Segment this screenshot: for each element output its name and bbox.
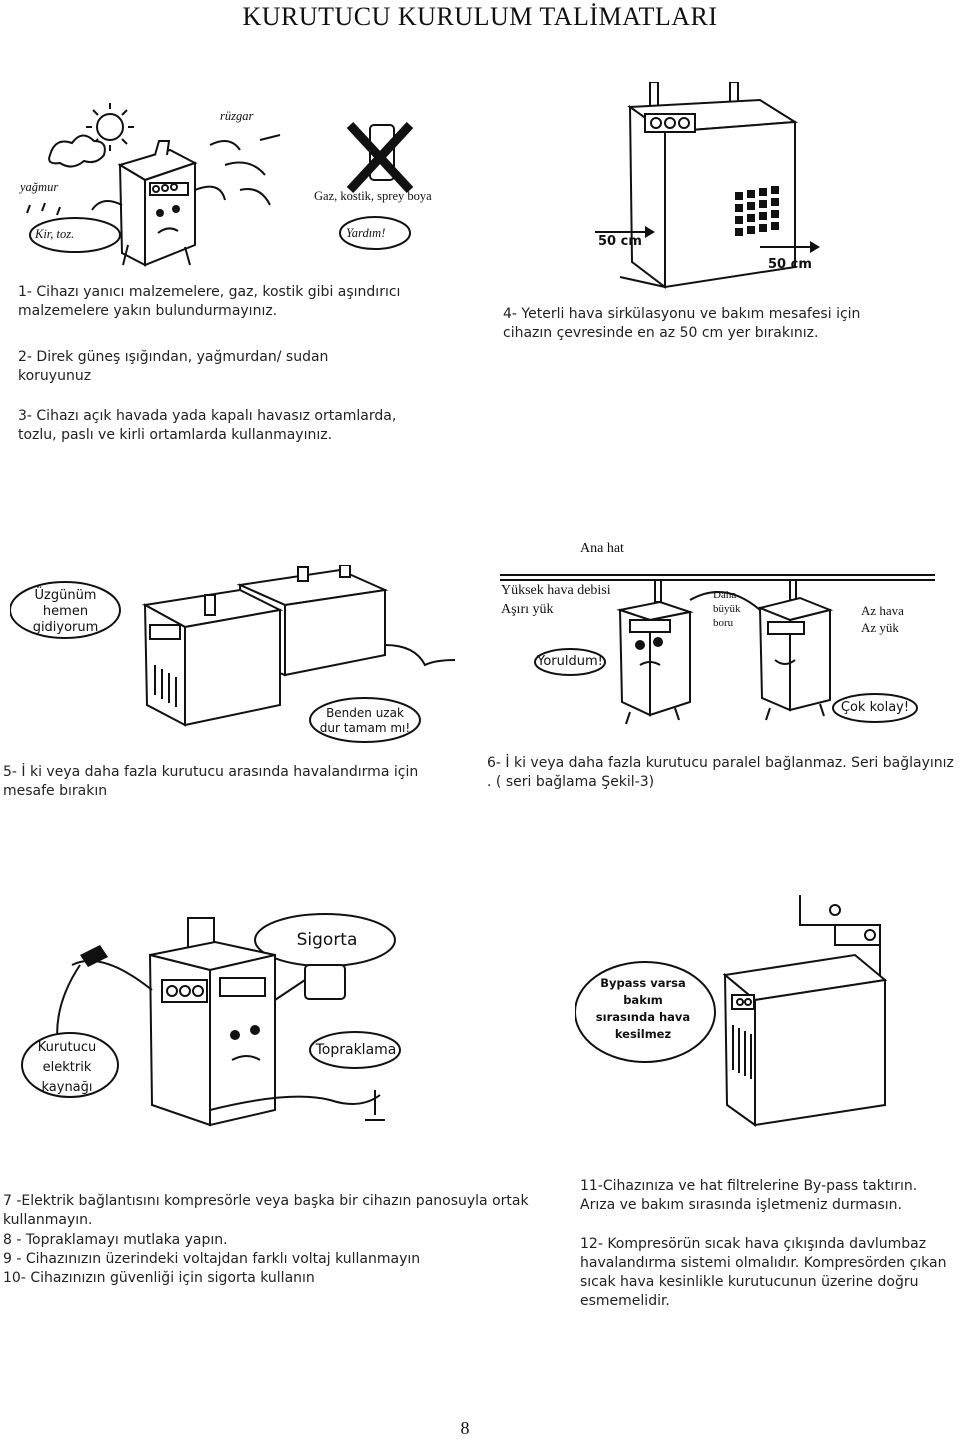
label-high-flow-2: Aşırı yük xyxy=(501,602,554,617)
instruction-3: 3- Cihazı açık havada yada kapalı havası… xyxy=(18,408,397,443)
label-main-line: Ana hat xyxy=(580,541,624,556)
page-title: KURUTUCU KURULUM TALİMATLARI xyxy=(242,2,718,31)
label-low-air-1: Az hava xyxy=(861,603,904,618)
instruction-4: 4- Yeterli hava sirkülasyonu ve bakım me… xyxy=(503,306,861,341)
label-bigger-pipe: Daha büyük boru xyxy=(713,589,741,629)
bubble-sorry: Üzgünüm hemen gidiyorum xyxy=(32,588,99,635)
instruction-8: 8 - Topraklamayı mutlaka yapın. xyxy=(3,1232,228,1248)
bubble-bypass: Bypass varsa bakım sırasında hava kesilm… xyxy=(595,976,691,1041)
instruction-7: 7 -Elektrik bağlantısını kompresörle vey… xyxy=(3,1193,529,1228)
spacing-illustration xyxy=(9,564,456,743)
instruction-6: 6- İ ki veya daha fazla kurutucu paralel… xyxy=(487,755,954,790)
bubble-stay-away: Benden uzak dur tamam mı! xyxy=(319,706,411,735)
clearance-illustration xyxy=(595,81,820,290)
label-wind: rüzgar xyxy=(220,109,254,123)
figure-spacing: Üzgünüm hemen gidiyorum Benden uzak dur … xyxy=(9,564,460,745)
figure-electrical: Sigorta Kurutucu elektrik kaynağı Toprak… xyxy=(20,910,450,1130)
bubble-easy: Çok kolay! xyxy=(840,700,910,715)
instruction-10: 10- Cihazınızın güvenliği için sigorta k… xyxy=(3,1270,315,1286)
instruction-2: 2- Direk güneş ışığından, yağmurdan/ sud… xyxy=(18,349,329,384)
instruction-5: 5- İ ki veya daha fazla kurutucu arasınd… xyxy=(3,764,419,799)
label-high-flow-1: Yüksek hava debisi xyxy=(501,583,611,598)
bypass-illustration xyxy=(574,895,888,1127)
hazards-illustration xyxy=(26,103,414,267)
instruction-1: 1- Cihazı yanıcı malzemelere, gaz, kosti… xyxy=(18,284,401,319)
dimension-left: 50 cm xyxy=(598,234,642,249)
figure-bypass: Bypass varsa bakım sırasında hava kesilm… xyxy=(574,895,905,1130)
dimension-right: 50 cm xyxy=(768,257,812,272)
bubble-fuse: Sigorta xyxy=(296,930,358,950)
figure-series: Ana hat Yüksek hava debisi Aşırı yük Dah… xyxy=(490,540,935,740)
series-illustration xyxy=(500,574,935,725)
bubble-power-source: Kurutucu elektrik kaynağı xyxy=(37,1040,97,1095)
label-dust: Kir, toz. xyxy=(35,227,75,241)
instruction-9: 9 - Cihazınızın üzerindeki voltajdan far… xyxy=(3,1251,421,1267)
label-rain: yağmur xyxy=(20,180,59,194)
page-number: 8 xyxy=(460,1418,470,1438)
label-help: Yardım! xyxy=(346,226,386,240)
label-low-air-2: Az yük xyxy=(861,620,899,635)
instruction-12: 12- Kompresörün sıcak hava çıkışında dav… xyxy=(580,1236,947,1309)
figure-hazards: rüzgar yağmur Gaz, kostik, sprey boya Ki… xyxy=(10,95,460,275)
bubble-tired: Yoruldum! xyxy=(537,654,603,669)
instruction-11: 11-Cihazınıza ve hat filtrelerine By-pas… xyxy=(580,1178,918,1213)
bubble-grounding: Topraklama xyxy=(315,1042,397,1058)
label-gas: Gaz, kostik, sprey boya xyxy=(314,189,432,203)
electrical-illustration xyxy=(21,913,401,1127)
figure-clearance: 50 cm 50 cm xyxy=(590,81,830,292)
